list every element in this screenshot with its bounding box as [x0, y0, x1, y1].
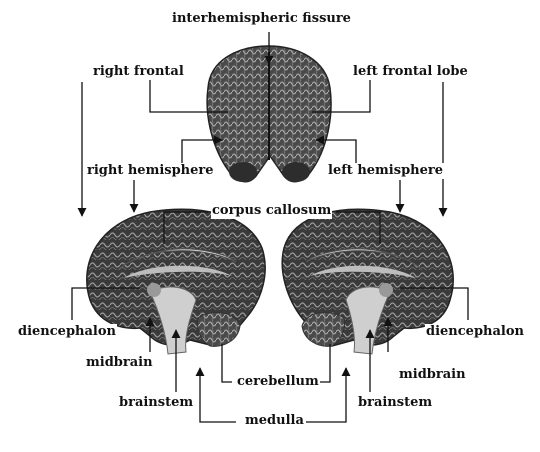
- leader-lines: [71, 32, 469, 423]
- label-right-frontal: right frontal: [92, 64, 185, 80]
- label-diencephalon-right: diencephalon: [425, 324, 525, 340]
- label-interhemispheric-fissure: interhemispheric fissure: [171, 11, 352, 27]
- label-brainstem-right: brainstem: [357, 395, 434, 411]
- label-right-hemisphere: right hemisphere: [86, 163, 215, 179]
- label-midbrain-left: midbrain: [85, 355, 154, 371]
- label-diencephalon-left: diencephalon: [17, 324, 117, 340]
- right-hemisphere-medial-view: [86, 208, 266, 355]
- label-left-frontal-lobe: left frontal lobe: [352, 64, 469, 80]
- label-corpus-callosum: corpus callosum: [211, 203, 333, 219]
- left-hemisphere-medial-view: [281, 208, 454, 355]
- frontal-brain-view: [206, 45, 332, 183]
- label-brainstem-left: brainstem: [118, 395, 195, 411]
- label-midbrain-right: midbrain: [398, 367, 467, 383]
- label-cerebellum: cerebellum: [236, 374, 320, 390]
- label-medulla: medulla: [244, 413, 305, 429]
- label-left-hemisphere: left hemisphere: [327, 163, 445, 179]
